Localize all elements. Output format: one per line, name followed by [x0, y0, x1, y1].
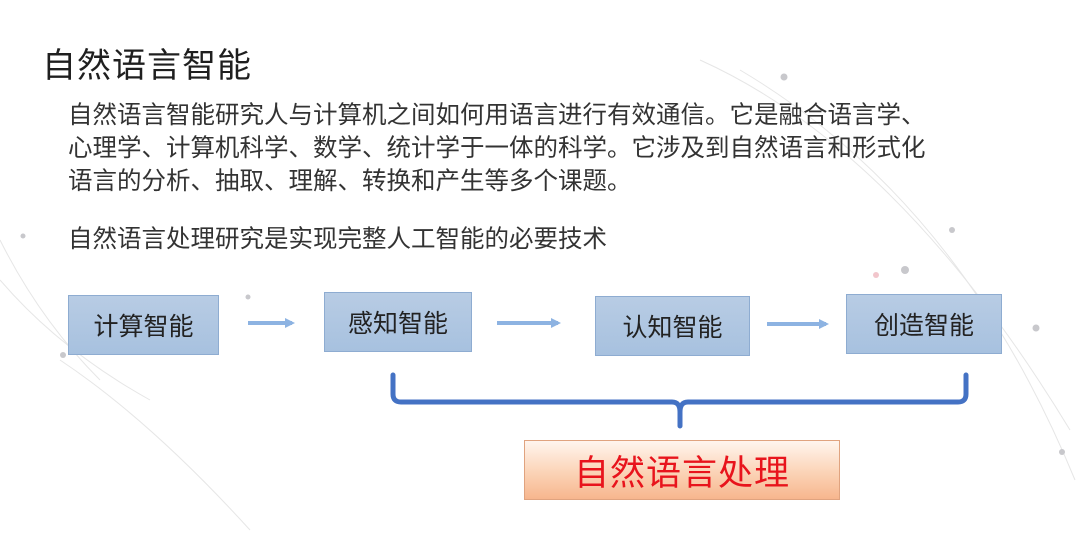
result-box-nlp: 自然语言处理: [524, 440, 840, 500]
curly-brace-icon: [390, 372, 969, 429]
description-paragraph: 自然语言智能研究人与计算机之间如何用语言进行有效通信。它是融合语言学、 心理学、…: [68, 98, 1028, 197]
step-box-computational-intelligence: 计算智能: [68, 295, 219, 355]
step-box-perceptual-intelligence: 感知智能: [324, 292, 472, 352]
step-box-cognitive-intelligence: 认知智能: [595, 296, 750, 356]
step-box-creative-intelligence: 创造智能: [846, 294, 1002, 354]
description-line: 心理学、计算机科学、数学、统计学于一体的科学。它涉及到自然语言和形式化: [68, 133, 926, 162]
description-line: 语言的分析、抽取、理解、转换和产生等多个课题。: [68, 166, 632, 195]
description-line: 自然语言智能研究人与计算机之间如何用语言进行有效通信。它是融合语言学、: [68, 100, 926, 129]
key-statement: 自然语言处理研究是实现完整人工智能的必要技术: [68, 224, 607, 253]
page-title: 自然语言智能: [42, 46, 252, 86]
